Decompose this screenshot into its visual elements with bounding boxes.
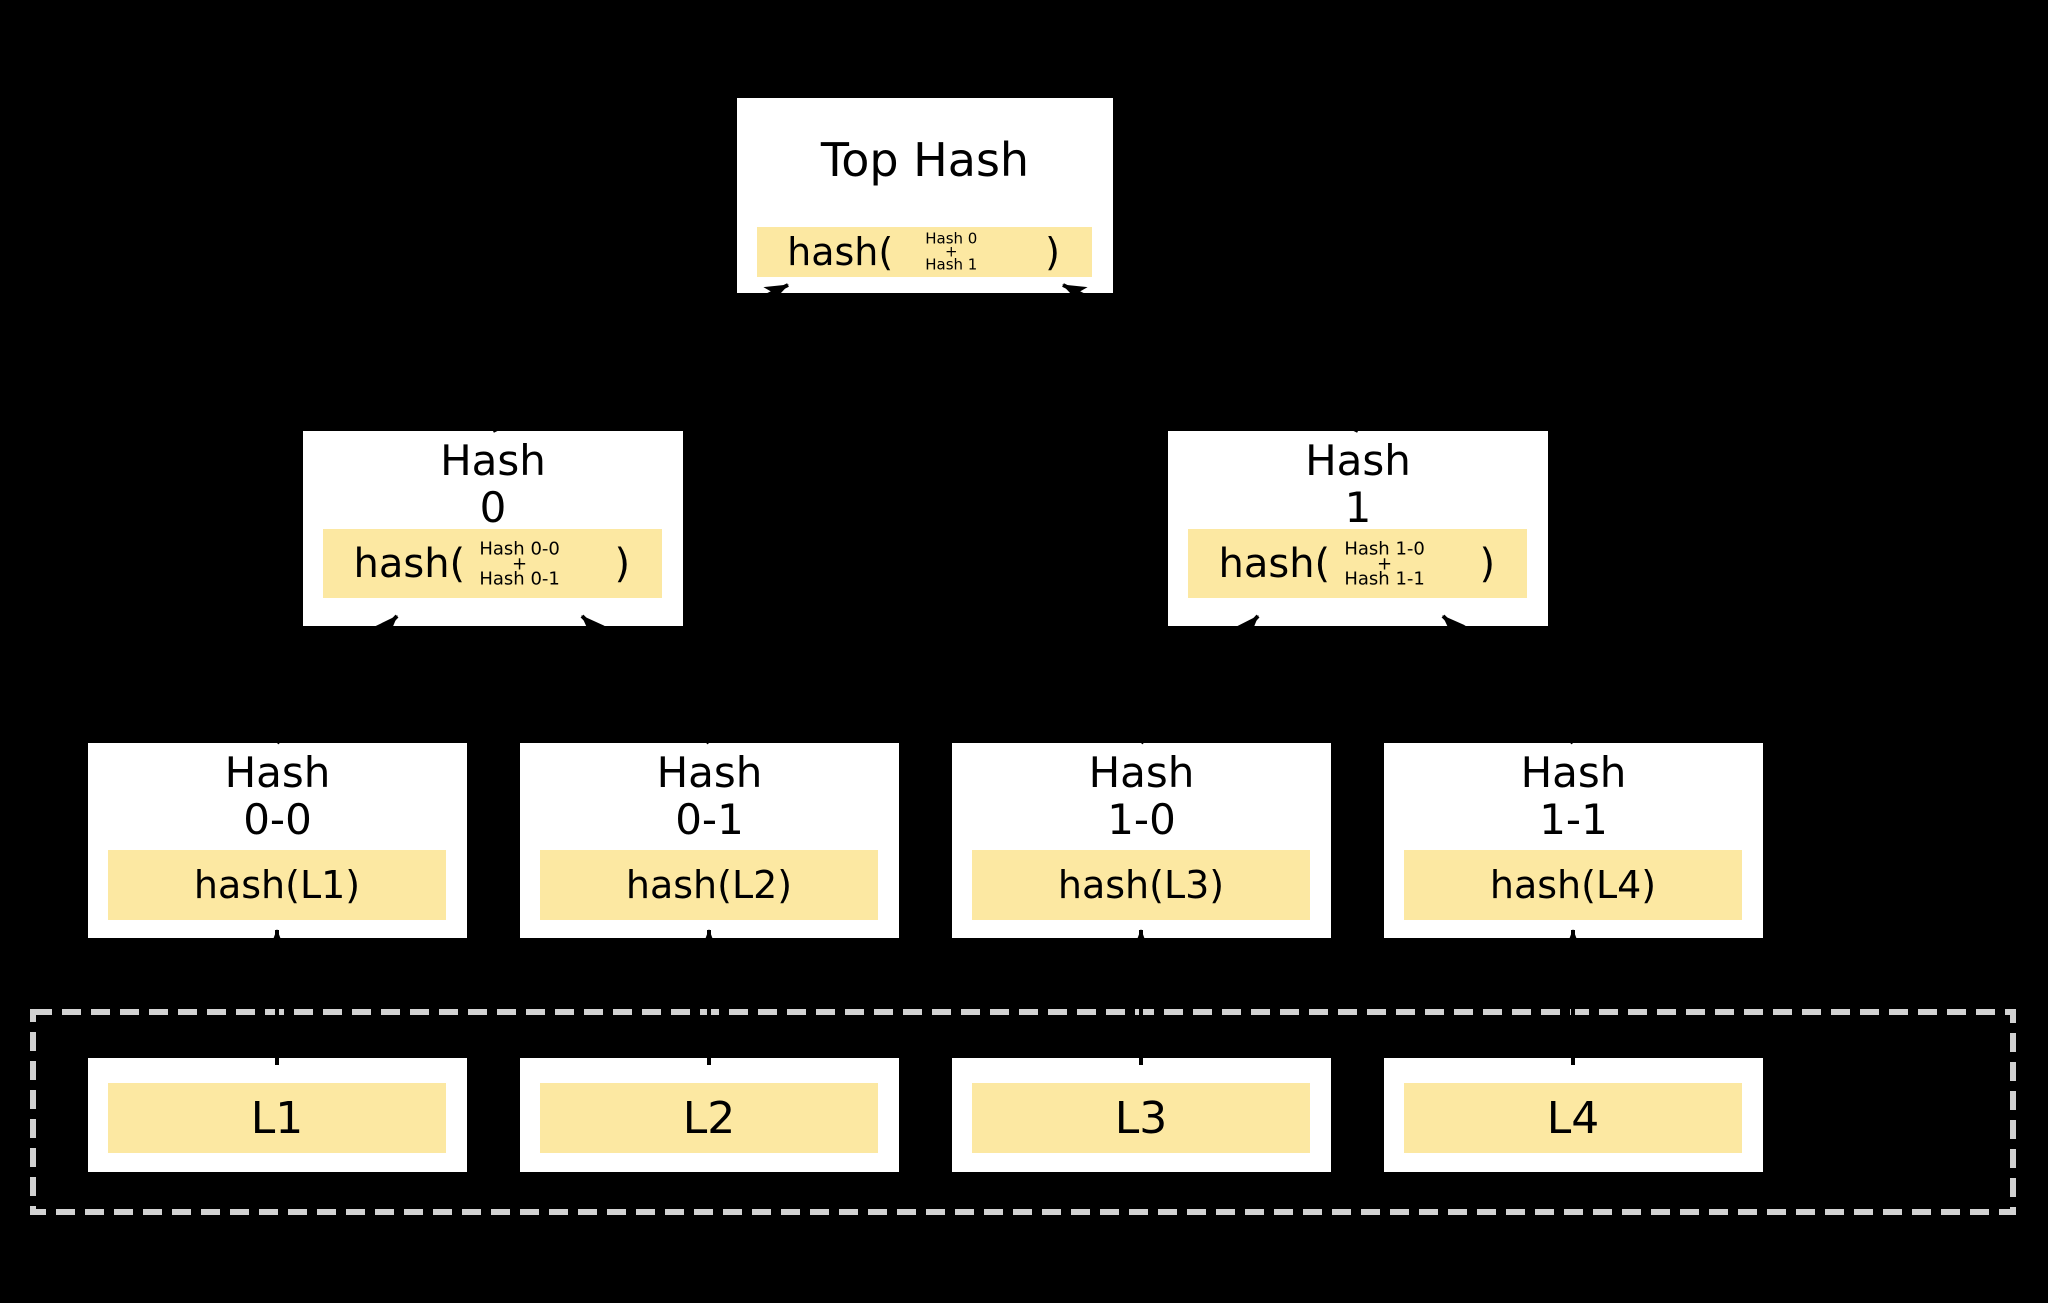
arrow-hash-0-to-top-hash [492,283,789,433]
formula-operand-bottom: Hash 1-1 [1344,568,1425,589]
data-block-l2: L2 [520,1058,899,1172]
hash-formula-band: hash( Hash 0-0 + Hash 0-1 ) [323,529,662,598]
formula-operand-stack: Hash 0 + Hash 1 [925,229,978,274]
arrow-hash-1-1-to-hash-1 [1441,614,1575,745]
title-line2: 0-0 [243,795,312,844]
formula-operand-stack: Hash 0-0 + Hash 0-1 [479,538,560,589]
title-line1: Hash [656,748,763,797]
data-block-label-band: L3 [972,1083,1310,1153]
leaf-hash-label-band: hash(L3) [972,850,1310,920]
data-block-label: L2 [682,1092,736,1144]
leaf-hash-label-band: hash(L2) [540,850,878,920]
hash-formula-band: hash( Hash 1-0 + Hash 1-1 ) [1188,529,1527,598]
formula-operator: + [945,242,958,261]
formula-open-paren: hash( [353,540,466,587]
formula-operator: + [1377,553,1393,574]
data-block-label: L4 [1546,1092,1600,1144]
title-line1: Hash [1305,436,1411,485]
arrow-group [268,283,1582,1065]
arrow-hash-1-0-to-hash-1 [1139,614,1260,745]
leaf-hash-label: hash(L2) [625,863,793,907]
title-line1: Hash [224,748,331,797]
title-line2: 0-1 [675,795,744,844]
formula-operator: + [512,553,528,574]
node-title: Top Hash [820,133,1030,187]
formula-operand-top: Hash 0-0 [479,538,560,559]
formula-open-paren: hash( [787,230,894,274]
leaf-hash-label: hash(L1) [193,863,361,907]
title-line1: Hash [1088,748,1195,797]
data-block-l3: L3 [952,1058,1331,1172]
title-line1: Hash [440,436,546,485]
title-line2: 1-0 [1107,795,1176,844]
formula-operand-top: Hash 1-0 [1344,538,1425,559]
leaf-hash-label: hash(L4) [1489,863,1657,907]
arrow-hash-0-0-to-hash-0 [275,614,399,745]
leaf-hash-label-band: hash(L4) [1404,850,1742,920]
formula-close-paren: ) [1045,230,1060,274]
title-line2: 1-1 [1539,795,1608,844]
formula-close-paren: ) [1479,540,1496,587]
data-block-label: L1 [250,1092,304,1144]
formula-operand-bottom: Hash 0-1 [479,568,560,589]
hash-formula-band: hash( Hash 0 + Hash 1 ) [757,227,1092,277]
formula-operand-stack: Hash 1-0 + Hash 1-1 [1344,538,1425,589]
title-line2: 0 [479,483,507,532]
data-block-label: L3 [1114,1092,1168,1144]
formula-operand-top: Hash 0 [925,229,978,248]
formula-close-paren: ) [614,540,631,587]
arrow-hash-1-to-top-hash [1062,283,1359,433]
leaf-hash-label: hash(L3) [1057,863,1225,907]
data-block-label-band: L4 [1404,1083,1742,1153]
arrow-hash-0-1-to-hash-0 [580,614,711,745]
title-line1: Hash [1520,748,1627,797]
data-block-l1: L1 [88,1058,467,1172]
data-block-l4: L4 [1384,1058,1763,1172]
formula-operand-bottom: Hash 1 [925,255,978,274]
leaf-hash-label-band: hash(L1) [108,850,446,920]
title-line2: 1 [1344,483,1372,532]
node-top-hash: Top Hash hash( Hash 0 + Hash 1 ) [737,98,1113,293]
data-block-label-band: L2 [540,1083,878,1153]
formula-open-paren: hash( [1218,540,1331,587]
data-block-label-band: L1 [108,1083,446,1153]
